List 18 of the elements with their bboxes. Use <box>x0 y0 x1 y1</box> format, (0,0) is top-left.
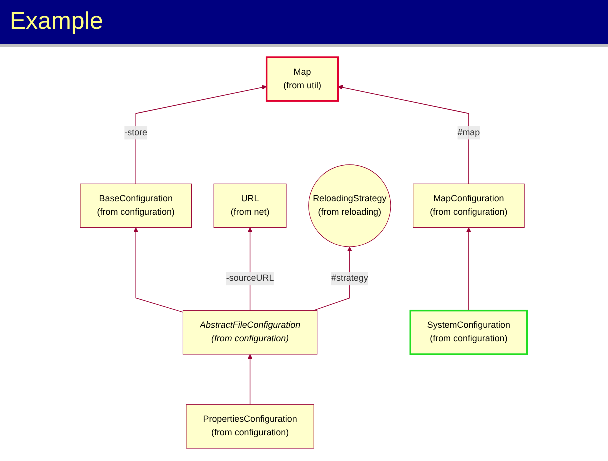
arrow <box>134 227 184 312</box>
node-box: SystemConfiguration (from configuration) <box>410 309 528 355</box>
node-box: AbstractFileConfiguration (from configuration) <box>183 310 318 354</box>
edge-label: #strategy <box>332 273 368 283</box>
slide-title: Example <box>10 8 104 36</box>
node-circle: ReloadingStrategy (from reloading) <box>308 164 392 247</box>
edge-label: #map <box>458 128 480 138</box>
node-box: MapConfiguration (from configuration) <box>413 183 525 228</box>
node-box: URL (from net) <box>214 183 287 228</box>
node-box: Map (from util) <box>266 56 340 102</box>
arrow <box>136 84 268 184</box>
arrow <box>248 354 253 405</box>
arrow <box>466 227 472 311</box>
node-box: PropertiesConfiguration (from configuration) <box>186 404 314 448</box>
node-box: BaseConfiguration (from configuration) <box>80 183 192 228</box>
edge-label: -store <box>124 128 148 138</box>
arrow <box>338 84 470 184</box>
edge-label: -sourceURL <box>226 273 274 283</box>
